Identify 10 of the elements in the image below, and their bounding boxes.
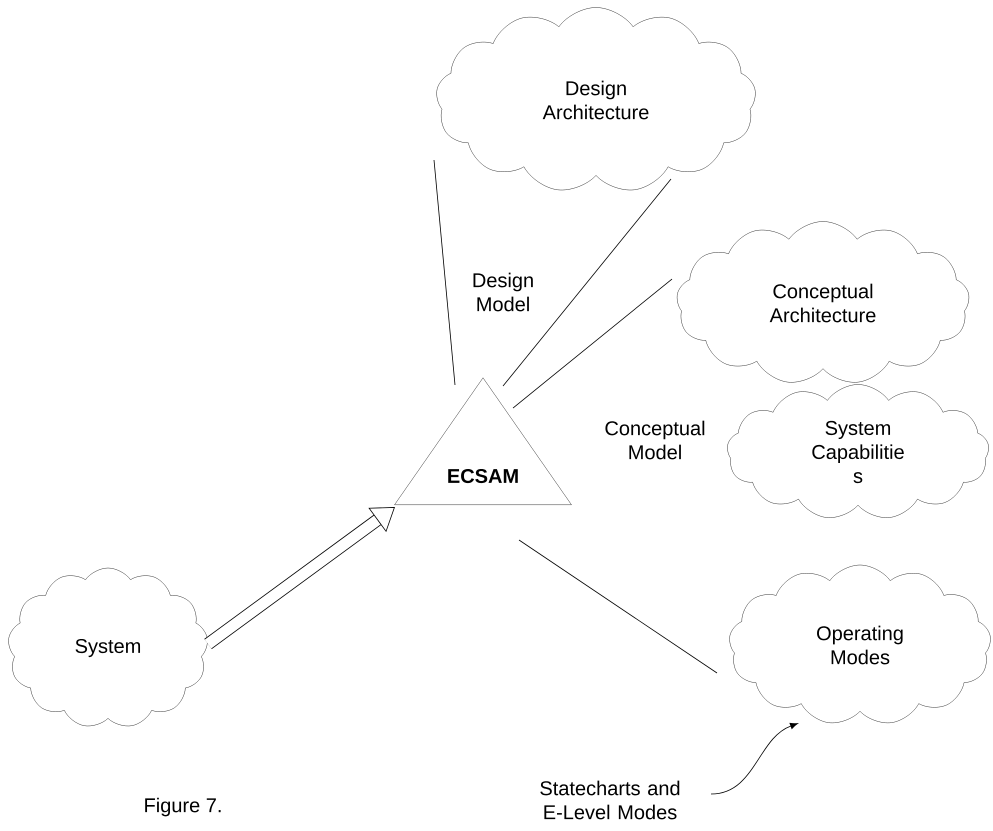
connector-line <box>512 278 672 408</box>
connector-line <box>502 178 672 386</box>
model-label: Design Model <box>474 272 533 312</box>
figure-caption: Figure 7. <box>145 798 221 816</box>
model-label: Conceptual Model <box>605 420 704 460</box>
arrow <box>710 722 798 794</box>
connector-line <box>518 540 718 674</box>
note-text: Statecharts and E-Level Modes <box>540 780 680 820</box>
block-arrow <box>204 507 395 650</box>
connector-line <box>434 160 456 386</box>
